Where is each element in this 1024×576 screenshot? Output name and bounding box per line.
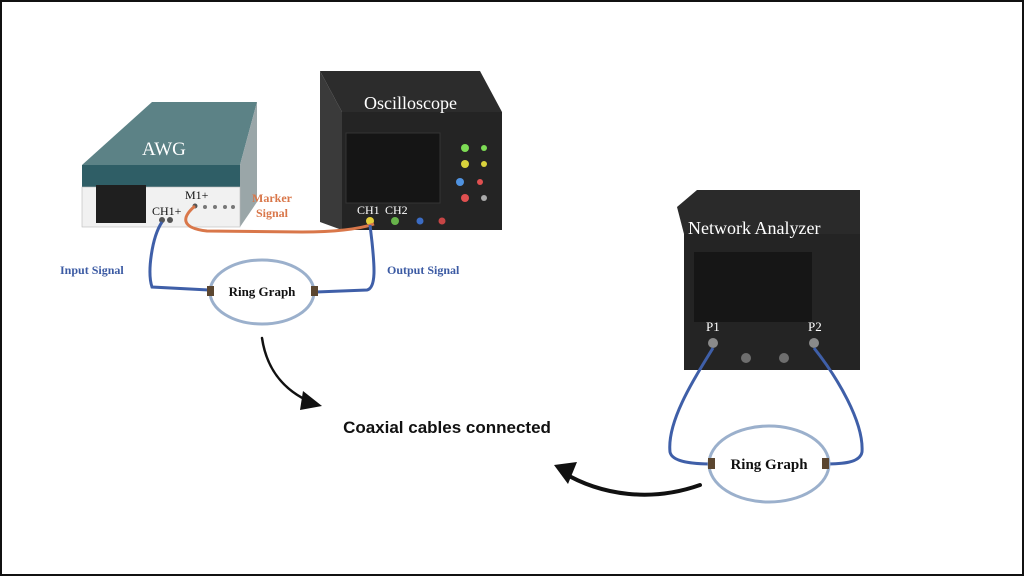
- awg-knob: [203, 205, 207, 209]
- network-analyzer-p1-port: [708, 338, 718, 348]
- left-ring-connector: [207, 286, 214, 296]
- network-analyzer-screen: [694, 252, 812, 322]
- oscilloscope-device: Oscilloscope CH1 CH2: [320, 71, 502, 230]
- awg-device: AWG CH1+ M1+: [81, 102, 257, 228]
- marker-signal-label-line1: Marker: [252, 191, 293, 205]
- right-arrow-head: [554, 462, 577, 484]
- left-arrow-curve: [260, 336, 320, 407]
- network-analyzer-device: Network Analyzer P1 P2: [677, 190, 860, 370]
- awg-title: AWG: [142, 139, 186, 160]
- oscilloscope-button: [461, 160, 469, 168]
- oscilloscope-ch1-port: [366, 217, 374, 225]
- oscilloscope-button: [456, 178, 464, 186]
- oscilloscope-ch2-port: [391, 217, 399, 225]
- awg-ch1-port: [159, 217, 165, 223]
- awg-ch1-port-2: [167, 217, 173, 223]
- right-ring-connector: [708, 458, 715, 469]
- awg-screen: [96, 185, 146, 223]
- network-analyzer-knob: [779, 353, 789, 363]
- oscilloscope-ch1-label: CH1: [357, 203, 380, 217]
- oscilloscope-button: [481, 195, 487, 201]
- oscilloscope-top-face: [320, 71, 502, 112]
- awg-knob: [231, 205, 235, 209]
- awg-side-face: [240, 102, 257, 227]
- oscilloscope-ch3-port: [416, 217, 424, 225]
- oscilloscope-button: [477, 179, 483, 185]
- oscilloscope-ch2-label: CH2: [385, 203, 408, 217]
- p1-cable: [668, 347, 715, 466]
- awg-ch1-label: CH1+: [152, 204, 182, 218]
- network-analyzer-p2-port: [809, 338, 819, 348]
- right-arrow-curve: [560, 470, 702, 497]
- oscilloscope-title: Oscilloscope: [364, 93, 457, 113]
- p2-cable: [812, 347, 864, 466]
- input-signal-label: Input Signal: [60, 263, 124, 277]
- oscilloscope-button: [481, 145, 487, 151]
- marker-signal-label-line2: Signal: [256, 206, 289, 220]
- oscilloscope-side-face: [320, 71, 342, 230]
- awg-knob: [213, 205, 217, 209]
- awg-top-face: [82, 102, 257, 165]
- left-ring-connector: [311, 286, 318, 296]
- awg-knob: [223, 205, 227, 209]
- network-analyzer-title: Network Analyzer: [688, 218, 820, 238]
- oscilloscope-button: [481, 161, 487, 167]
- left-arrow-head: [300, 391, 322, 410]
- oscilloscope-button: [461, 194, 469, 202]
- input-signal-cable: [148, 221, 210, 292]
- network-analyzer-p2-label: P2: [808, 319, 822, 334]
- oscilloscope-screen: [345, 132, 441, 204]
- right-ring-connector: [822, 458, 829, 469]
- ring-graph-left-label: Ring Graph: [229, 284, 297, 299]
- network-analyzer-knob: [741, 353, 751, 363]
- oscilloscope-button: [461, 144, 469, 152]
- output-signal-cable: [315, 224, 376, 294]
- caption: Coaxial cables connected: [343, 418, 551, 437]
- oscilloscope-ch4-port: [438, 217, 446, 225]
- network-analyzer-p1-label: P1: [706, 319, 720, 334]
- awg-m1-label: M1+: [185, 188, 209, 202]
- network-analyzer-top-face: [677, 190, 860, 234]
- marker-signal-cable: [184, 204, 375, 234]
- output-signal-label: Output Signal: [387, 263, 460, 277]
- awg-front-header: [82, 165, 240, 187]
- ring-graph-right-label: Ring Graph: [730, 457, 808, 473]
